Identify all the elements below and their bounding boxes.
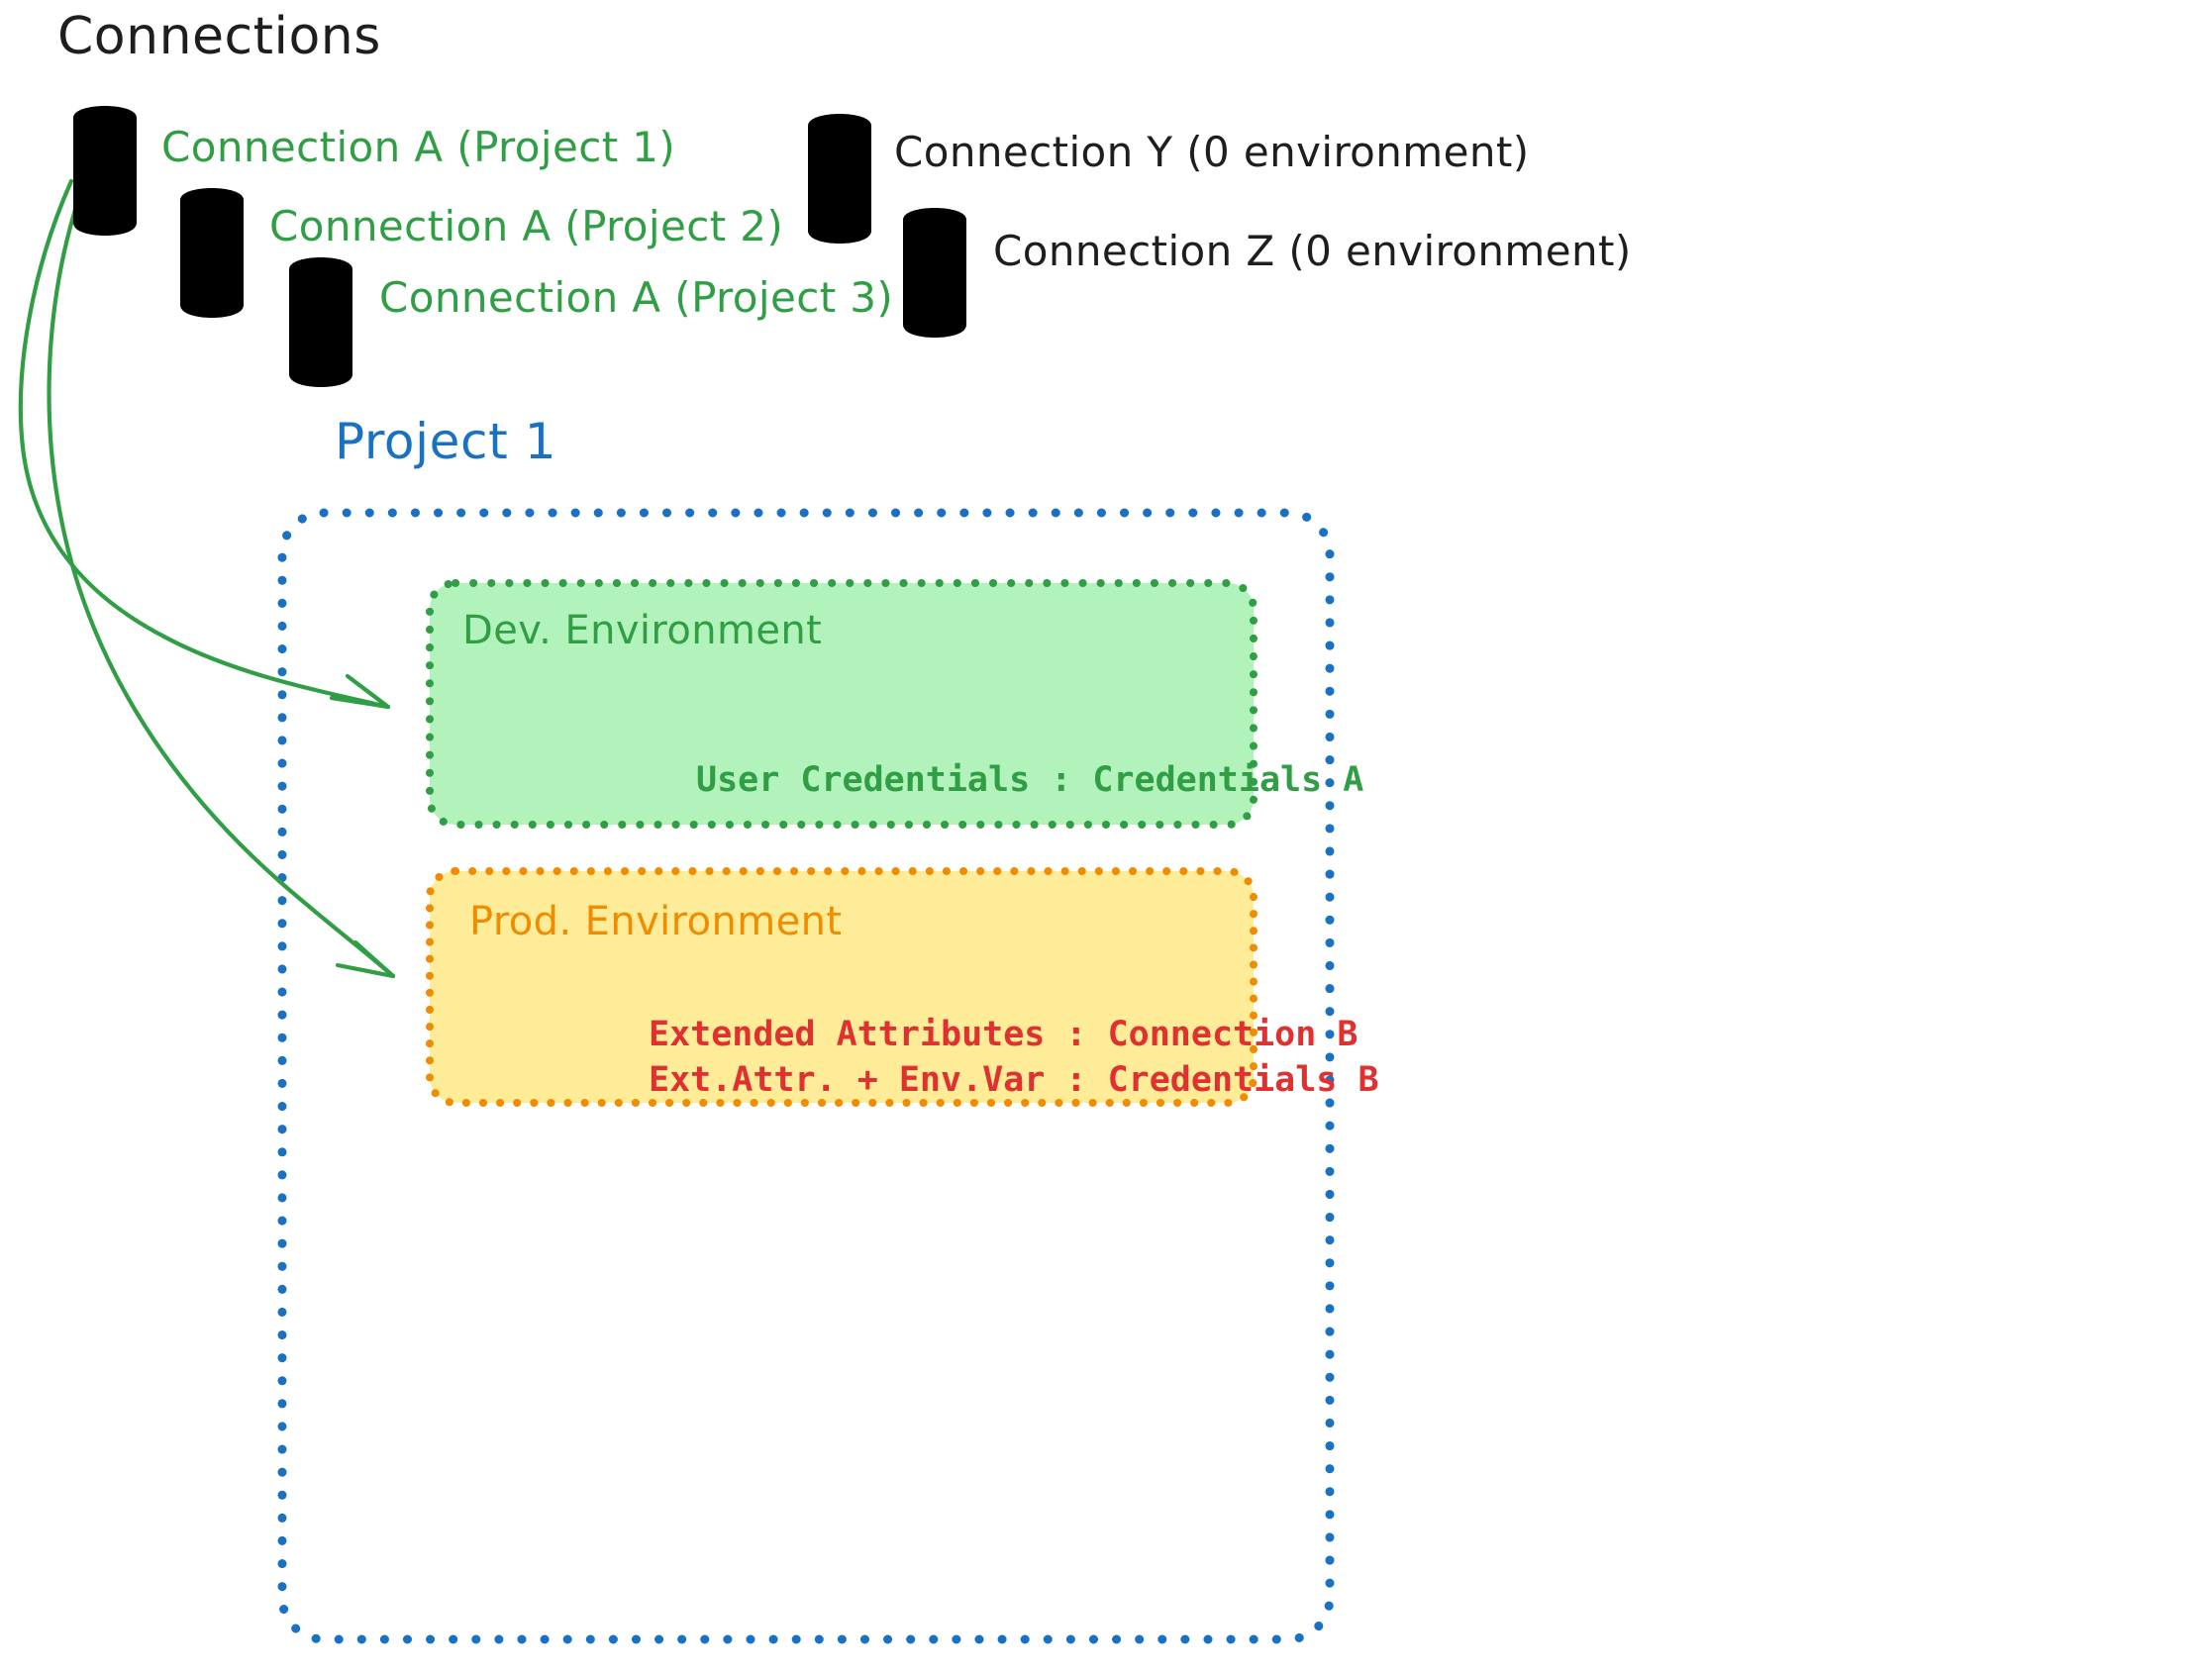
connection-label-y: Connection Y (0 environment)	[894, 128, 1530, 176]
prod-environment-title: Prod. Environment	[469, 899, 843, 944]
database-icon-connection-a-project-2[interactable]	[177, 187, 245, 320]
dev-environment-box[interactable]	[426, 579, 1257, 829]
prod-line-1: Extended Attributes : Connection B	[649, 1015, 1358, 1054]
database-icon-connection-a-project-3[interactable]	[286, 256, 353, 389]
prod-line-2: Ext.Attr. + Env.Var : Credentials B	[649, 1060, 1379, 1101]
project-title: Project 1	[335, 413, 557, 470]
database-icon-connection-z[interactable]	[900, 207, 967, 340]
database-icon-connection-a-project-1[interactable]	[70, 105, 138, 238]
project-1-boundary	[277, 508, 1335, 1644]
prod-environment-box[interactable]	[426, 867, 1257, 1107]
arrow-to-dev-environment	[18, 178, 391, 710]
page-title: Connections	[57, 7, 381, 66]
database-icon-connection-y[interactable]	[805, 113, 872, 246]
arrow-to-prod-environment	[47, 194, 396, 979]
connection-label-a-project-3: Connection A (Project 3)	[379, 273, 894, 322]
connection-label-z: Connection Z (0 environment)	[993, 227, 1632, 275]
dev-environment-credentials: User Credentials : Credentials A	[696, 760, 1364, 800]
prod-environment-attributes: Extended Attributes : Connection B Ext.At…	[649, 1012, 1379, 1103]
connection-label-a-project-1: Connection A (Project 1)	[161, 123, 676, 171]
connection-label-a-project-2: Connection A (Project 2)	[269, 202, 784, 250]
dev-environment-title: Dev. Environment	[462, 608, 823, 653]
